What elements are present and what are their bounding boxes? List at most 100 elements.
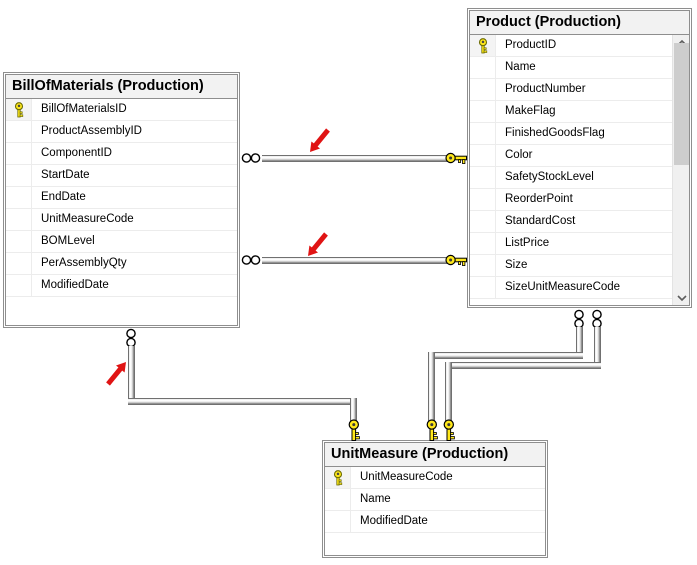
column-row-SizeUnitMeasureCode[interactable]: SizeUnitMeasureCode [470,277,672,299]
column-name: ProductID [505,39,557,51]
key-cell [470,167,496,188]
column-row-ProductID[interactable]: ProductID [470,35,672,57]
relationship-many-end-icon [126,328,136,348]
relationship-key-end-icon [443,419,455,441]
primary-key-icon [333,469,342,485]
column-row-Name[interactable]: Name [470,57,672,79]
primary-key-icon [14,101,23,117]
scrollbar-down-button[interactable] [673,290,689,305]
column-name: StandardCost [505,215,576,227]
product-table-scrollbar[interactable] [672,35,689,305]
column-name: SizeUnitMeasureCode [505,281,621,293]
table-billofmaterials-columns: BillOfMaterialsID ProductAssemblyID Comp… [6,99,237,325]
key-cell [6,143,32,164]
column-name: BillOfMaterialsID [41,103,127,115]
column-row-StandardCost[interactable]: StandardCost [470,211,672,233]
key-cell [470,123,496,144]
table-billofmaterials-title[interactable]: BillOfMaterials (Production) [6,75,237,99]
key-cell [6,253,32,274]
key-cell [470,79,496,100]
key-cell [470,189,496,210]
relationship-line-product-unitmeasure-1[interactable] [576,327,583,356]
column-row-StartDate[interactable]: StartDate [6,165,237,187]
column-row-Size[interactable]: Size [470,255,672,277]
column-row-EndDate[interactable]: EndDate [6,187,237,209]
column-name: ProductNumber [505,83,586,95]
key-cell [6,121,32,142]
column-row-Color[interactable]: Color [470,145,672,167]
table-product[interactable]: Product (Production) ProductID Name [467,8,692,308]
column-row-ReorderPoint[interactable]: ReorderPoint [470,189,672,211]
column-row-SafetyStockLevel[interactable]: SafetyStockLevel [470,167,672,189]
relationship-key-end-icon [426,419,438,441]
column-name: ReorderPoint [505,193,573,205]
key-cell [325,511,351,532]
column-name: ProductAssemblyID [41,125,142,137]
relationship-key-end-icon [445,152,467,165]
table-unitmeasure-columns: UnitMeasureCode Name ModifiedDate [325,467,545,555]
key-cell [470,233,496,254]
column-row-ModifiedDate[interactable]: ModifiedDate [6,275,237,297]
column-row-MakeFlag[interactable]: MakeFlag [470,101,672,123]
table-unitmeasure-title[interactable]: UnitMeasure (Production) [325,443,545,467]
column-row-ComponentID[interactable]: ComponentID [6,143,237,165]
column-row-PerAssemblyQty[interactable]: PerAssemblyQty [6,253,237,275]
table-unitmeasure-frame: UnitMeasure (Production) UnitMeasureCode… [324,442,546,556]
red-arrow-annotation-icon [310,128,330,152]
column-name: Name [360,493,391,505]
relationship-line-bom-unitmeasure[interactable] [128,346,135,402]
column-name: PerAssemblyQty [41,257,127,269]
red-arrow-annotation-icon [308,232,328,256]
scrollbar-down-icon [676,294,687,301]
column-row-BOMLevel[interactable]: BOMLevel [6,231,237,253]
column-row-Name[interactable]: Name [325,489,545,511]
relationship-line-product-unitmeasure-1[interactable] [428,352,435,421]
column-name: UnitMeasureCode [360,471,453,483]
key-cell [6,209,32,230]
column-name: ModifiedDate [360,515,428,527]
column-row-ProductNumber[interactable]: ProductNumber [470,79,672,101]
key-cell [470,57,496,78]
relationship-line-bom-unitmeasure[interactable] [128,398,357,405]
column-name: ComponentID [41,147,112,159]
key-cell [470,101,496,122]
column-name: ListPrice [505,237,550,249]
table-unitmeasure[interactable]: UnitMeasure (Production) UnitMeasureCode… [322,440,548,558]
key-cell [6,275,32,296]
column-row-UnitMeasureCode[interactable]: UnitMeasureCode [325,467,545,489]
relationship-line-bom-unitmeasure[interactable] [350,398,357,421]
column-row-BillOfMaterialsID[interactable]: BillOfMaterialsID [6,99,237,121]
table-product-frame: Product (Production) ProductID Name [469,10,690,306]
table-product-columns: ProductID Name ProductNumber MakeFlag [470,35,689,305]
key-cell [470,211,496,232]
column-row-ListPrice[interactable]: ListPrice [470,233,672,255]
column-row-UnitMeasureCode[interactable]: UnitMeasureCode [6,209,237,231]
column-row-ProductAssemblyID[interactable]: ProductAssemblyID [6,121,237,143]
table-product-title[interactable]: Product (Production) [470,11,689,35]
column-name: StartDate [41,169,90,181]
column-name: ModifiedDate [41,279,109,291]
key-cell [6,99,32,120]
column-name: Name [505,61,536,73]
column-name: Color [505,149,533,161]
red-arrow-annotation-icon [106,362,126,386]
key-cell [470,145,496,166]
key-cell [325,489,351,510]
key-cell [470,255,496,276]
relationship-line-product-unitmeasure-2[interactable] [594,327,601,366]
relationship-line-product-unitmeasure-1[interactable] [428,352,583,359]
key-cell [6,231,32,252]
column-name: MakeFlag [505,105,556,117]
scrollbar-thumb[interactable] [674,43,689,165]
relationship-line-bom-product-1[interactable] [262,155,448,162]
key-cell [325,467,351,488]
relationship-line-product-unitmeasure-2[interactable] [445,362,601,369]
relationship-line-bom-product-2[interactable] [262,257,448,264]
key-cell [470,35,496,56]
table-billofmaterials[interactable]: BillOfMaterials (Production) BillOfMater… [3,72,240,328]
column-row-ModifiedDate[interactable]: ModifiedDate [325,511,545,533]
column-name: Size [505,259,528,271]
column-row-FinishedGoodsFlag[interactable]: FinishedGoodsFlag [470,123,672,145]
relationship-line-product-unitmeasure-2[interactable] [445,362,452,421]
column-name: SafetyStockLevel [505,171,594,183]
